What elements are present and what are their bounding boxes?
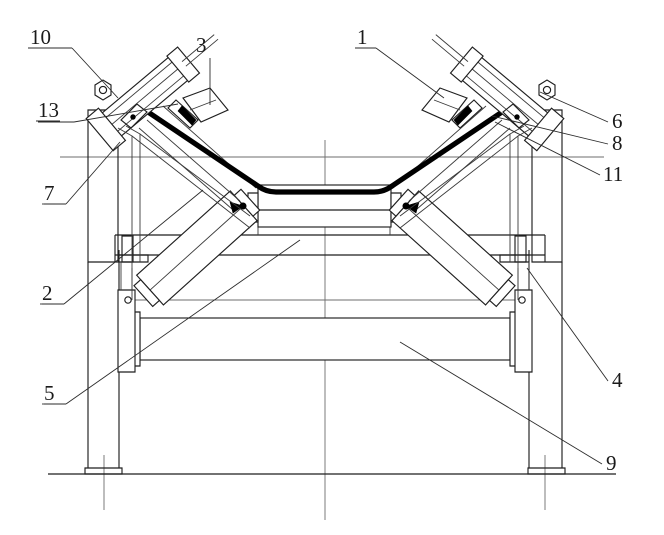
left-actuator-body-lines [104, 61, 184, 133]
callout-label-6: 6 [612, 109, 623, 133]
callout-1: 1 [355, 25, 445, 99]
right-actuator-rod-axis [465, 63, 547, 132]
left-pivot-hole [98, 85, 108, 95]
right-wing-roller-outer-cap [488, 278, 516, 308]
callout-label-9: 9 [606, 451, 617, 475]
left-actuator-screw-rod [181, 34, 219, 67]
right-actuator-screw-rod [431, 34, 469, 67]
conveyor-belt-profile [146, 109, 504, 195]
right-wing-roller-inner-cap [388, 188, 416, 217]
callout-8: 8 [491, 115, 623, 155]
left-actuator-rod-axis [103, 63, 185, 132]
callout-2: 2 [40, 189, 204, 305]
callout-label-1: 1 [357, 25, 368, 49]
callout-leader-8 [491, 115, 609, 145]
left-wing-roller-axis [149, 205, 244, 291]
right-wing-roller-assembly [388, 105, 516, 308]
left-diagonal-braces [131, 133, 251, 229]
callout-leader-7 [44, 141, 121, 205]
part1-housing-line [433, 99, 461, 111]
part3-housing-line [189, 99, 217, 111]
callout-6: 6 [539, 91, 623, 133]
left-vertical-tie-rail [117, 127, 133, 300]
left-wing-roller-outer-cap [133, 278, 161, 308]
callout-4: 4 [526, 267, 623, 392]
left-base-plate [84, 467, 123, 475]
right-hinge-bracket [502, 103, 530, 129]
right-base-plate [527, 467, 566, 475]
right-pivot-hole [542, 85, 552, 95]
left-beam-lip [119, 254, 149, 263]
right-wing-roller-axis [405, 205, 500, 291]
left-wing-bracket-arm-back [138, 127, 233, 210]
left-actuator-assembly [85, 34, 251, 300]
callout-label-10: 10 [30, 25, 51, 49]
callout-leader-11 [494, 121, 601, 176]
right-actuator-nut-block [449, 46, 484, 83]
left-actuator-end-flange [85, 107, 127, 152]
right-actuator-end-flange [523, 107, 565, 152]
callout-3: 3 [196, 33, 211, 105]
callout-10: 10 [28, 25, 119, 99]
left-actuator-clevis-pin [177, 105, 197, 126]
callout-label-11: 11 [603, 162, 623, 186]
callout-leader-1 [355, 47, 445, 99]
callout-leader-6 [539, 91, 609, 123]
part1-screw-housing [421, 87, 468, 123]
right-diagonal-braces [399, 133, 519, 229]
right-hinge-pin [514, 114, 520, 120]
callout-leader-9 [399, 341, 603, 465]
callout-label-13: 13 [38, 98, 59, 122]
left-pivot-hex-nut [94, 79, 112, 101]
callout-label-3: 3 [196, 33, 207, 57]
right-actuator-pivot-eye [538, 79, 556, 101]
beam-ends [114, 235, 546, 262]
callout-label-4: 4 [612, 368, 623, 392]
callout-leader-10 [30, 47, 119, 99]
return-roller-right-hanger [514, 289, 533, 373]
left-hinge-pin [130, 114, 136, 120]
callout-13: 13 [36, 98, 179, 123]
callout-5: 5 [42, 239, 301, 405]
callout-layer: 10 3 1 6 13 8 11 7 2 5 4 9 [28, 25, 623, 475]
right-pivot-hex-nut [538, 79, 556, 101]
ground-and-feet [48, 467, 616, 475]
callout-label-5: 5 [44, 381, 55, 405]
return-roller-barrel [139, 317, 511, 361]
return-roller-assembly [117, 262, 533, 373]
callout-leader-13 [38, 103, 179, 123]
callout-label-8: 8 [612, 131, 623, 155]
callout-leader-4 [526, 267, 609, 382]
callout-11: 11 [494, 121, 623, 186]
right-vertical-tie-rail [517, 127, 533, 300]
return-roller-left-hanger [117, 289, 136, 373]
right-beam-gusset [514, 235, 527, 263]
left-actuator-pivot-eye [94, 79, 112, 101]
right-vertical-tie-rail-b [509, 125, 525, 262]
left-wing-roller-inner-cap [233, 188, 261, 217]
left-hinge-bracket [120, 103, 148, 129]
return-roller-right-pin [518, 296, 526, 304]
callout-label-2: 2 [42, 281, 53, 305]
return-roller-left-pin [124, 296, 132, 304]
right-beam-lip [499, 254, 529, 263]
left-actuator-nut-block [166, 46, 201, 83]
callout-label-7: 7 [44, 181, 55, 205]
right-actuator-clevis-pin [453, 105, 473, 126]
right-actuator-assembly [399, 34, 565, 300]
part3-screw-housing [182, 87, 229, 123]
callout-9: 9 [399, 341, 617, 475]
callout-7: 7 [42, 141, 121, 205]
left-wing-pivot-arrow [229, 201, 244, 214]
left-wing-roller-assembly [133, 105, 261, 308]
